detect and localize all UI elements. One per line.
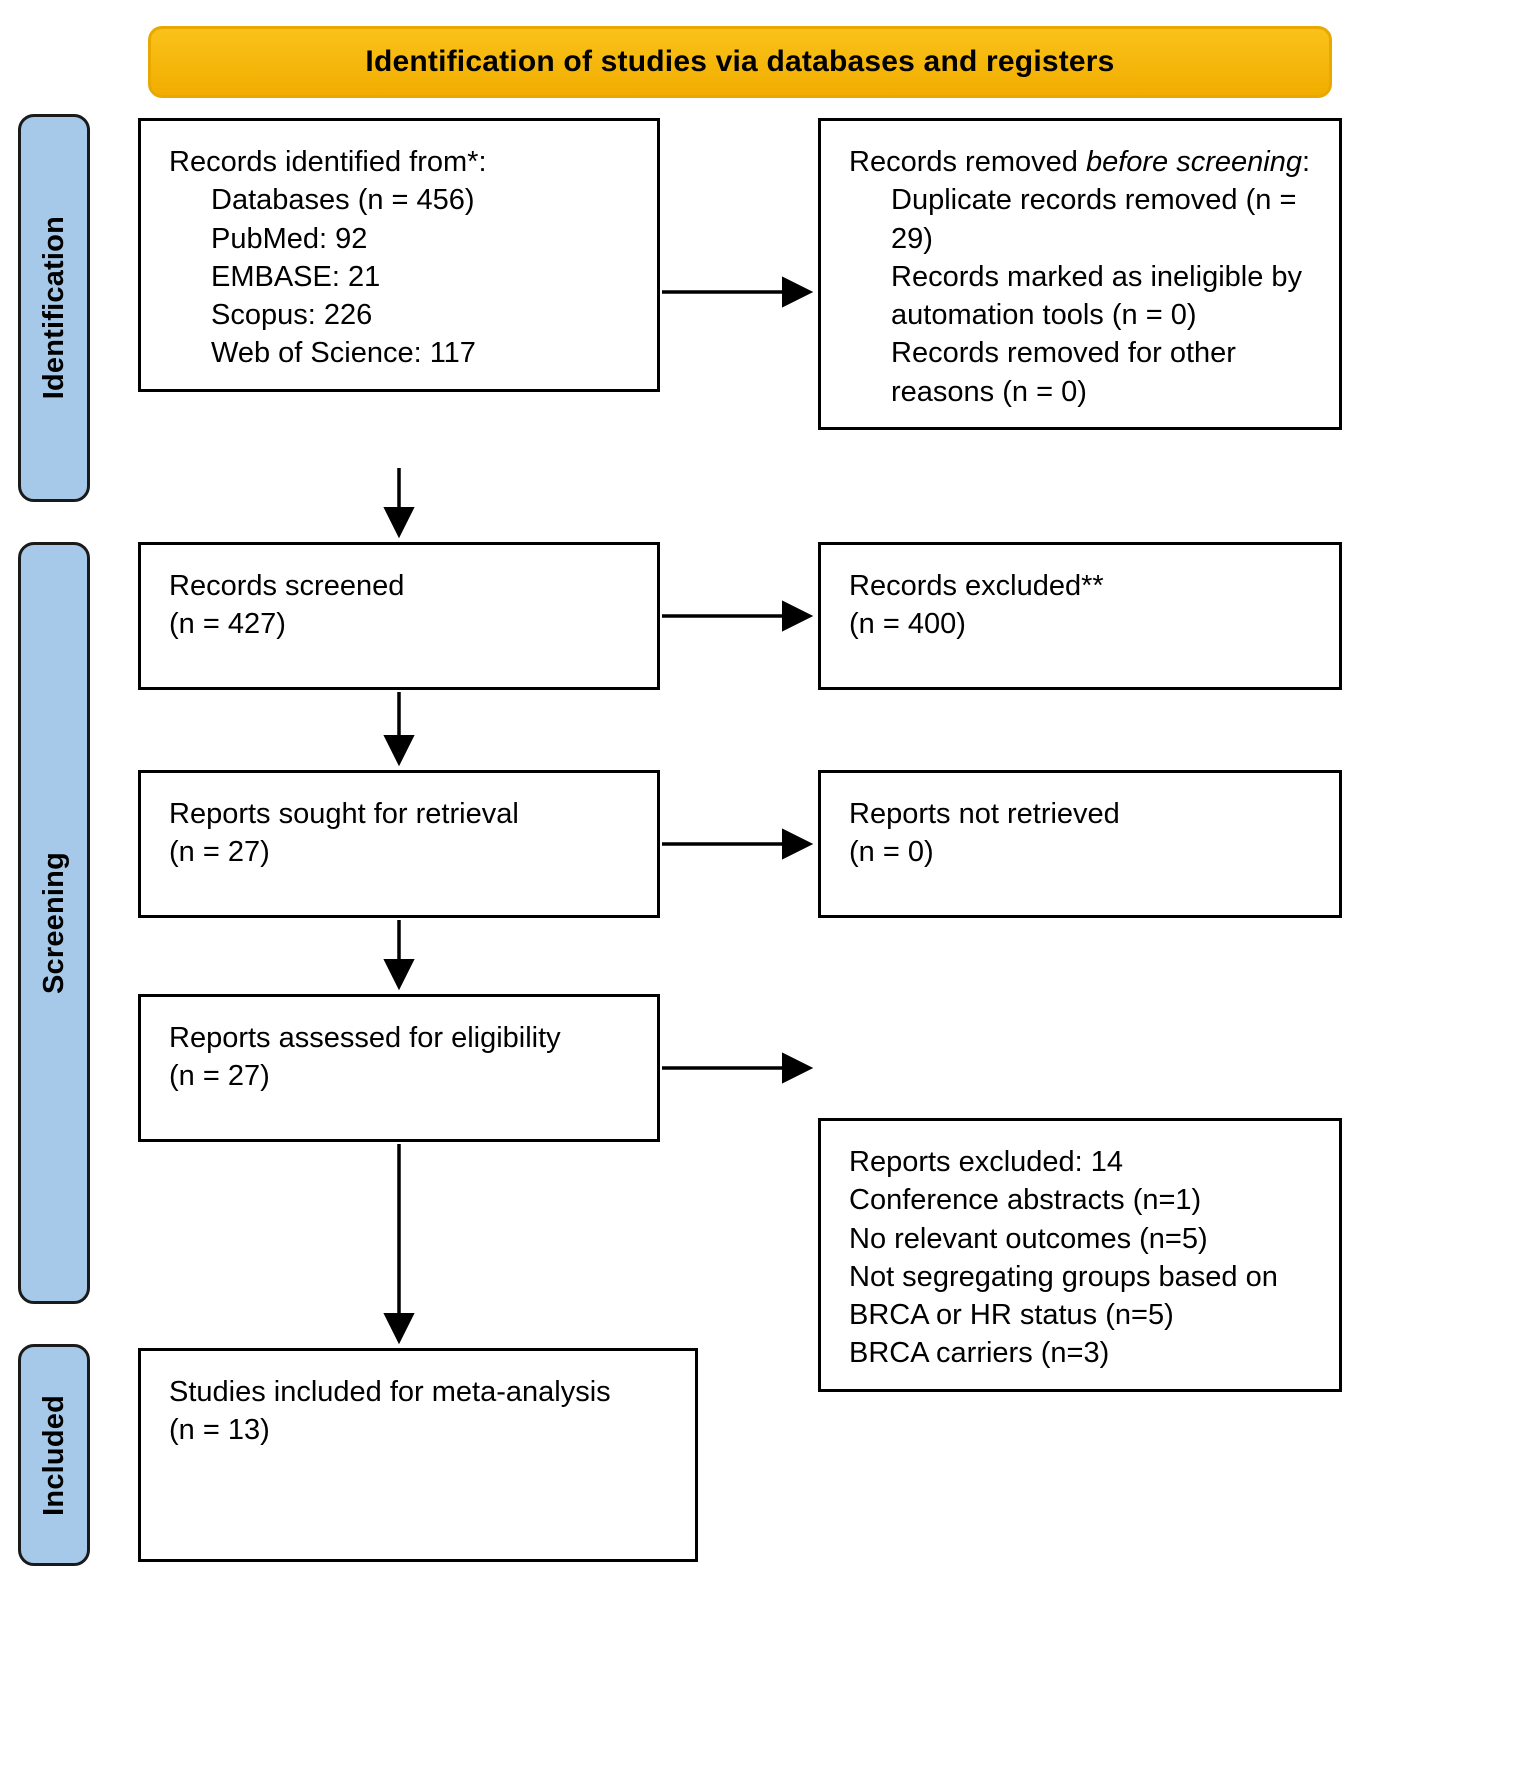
records-removed-automation: Records marked as ineligible by automati…	[891, 260, 1311, 332]
reports-excluded-carriers: BRCA carriers (n=3)	[849, 1337, 1110, 1370]
reports-excluded-outcomes: No relevant outcomes (n=5)	[849, 1222, 1208, 1255]
phase-rail-screening: Screening	[18, 542, 90, 1304]
records-identified-databases: Databases (n = 456)	[211, 184, 475, 217]
records-excluded-label: Records excluded**	[849, 570, 1104, 602]
records-identified-embase: EMBASE: 21	[211, 260, 381, 293]
box-records-identified: Records identified from*: Databases (n =…	[138, 118, 660, 392]
box-reports-assessed: Reports assessed for eligibility (n = 27…	[138, 994, 660, 1142]
records-identified-wos: Web of Science: 117	[211, 337, 476, 370]
reports-excluded-segregating: Not segregating groups based on BRCA or …	[849, 1260, 1286, 1332]
phase-rail-identification-label: Identification	[37, 216, 70, 400]
box-records-removed: Records removed before screening: Duplic…	[818, 118, 1342, 430]
banner-label: Identification of studies via databases …	[365, 45, 1115, 78]
phase-rail-included: Included	[18, 1344, 90, 1566]
box-studies-included: Studies included for meta-analysis (n = …	[138, 1348, 698, 1562]
records-removed-duplicates: Duplicate records removed (n = 29)	[891, 184, 1305, 255]
phase-rail-included-label: Included	[37, 1394, 70, 1516]
reports-not-retrieved-label: Reports not retrieved	[849, 798, 1120, 830]
reports-sought-count: (n = 27)	[169, 836, 270, 869]
box-records-screened: Records screened (n = 427)	[138, 542, 660, 690]
records-identified-heading: Records identified from*:	[169, 146, 487, 178]
box-records-excluded: Records excluded** (n = 400)	[818, 542, 1342, 690]
phase-rail-identification: Identification	[18, 114, 90, 502]
reports-excluded-heading: Reports excluded: 14	[849, 1146, 1124, 1178]
diagram-banner-title: Identification of studies via databases …	[148, 26, 1332, 98]
records-removed-heading-italic: before screening	[1085, 146, 1302, 178]
records-removed-heading-post: :	[1301, 146, 1311, 178]
records-identified-pubmed: PubMed: 92	[211, 222, 368, 255]
records-excluded-count: (n = 400)	[849, 608, 966, 641]
records-screened-label: Records screened	[169, 570, 405, 602]
reports-assessed-label: Reports assessed for eligibility	[169, 1022, 561, 1054]
box-reports-sought: Reports sought for retrieval (n = 27)	[138, 770, 660, 918]
records-removed-heading-pre: Records removed	[849, 146, 1086, 178]
phase-rail-screening-label: Screening	[37, 851, 70, 994]
reports-assessed-count: (n = 27)	[169, 1060, 270, 1093]
records-removed-heading: Records removed before screening:	[849, 143, 1323, 181]
reports-sought-label: Reports sought for retrieval	[169, 798, 519, 830]
studies-included-label: Studies included for meta-analysis	[169, 1376, 611, 1408]
records-identified-scopus: Scopus: 226	[211, 299, 373, 332]
reports-not-retrieved-count: (n = 0)	[849, 836, 934, 869]
box-reports-not-retrieved: Reports not retrieved (n = 0)	[818, 770, 1342, 918]
studies-included-count: (n = 13)	[169, 1414, 270, 1447]
box-reports-excluded: Reports excluded: 14 Conference abstract…	[818, 1118, 1342, 1392]
records-removed-other: Records removed for other reasons (n = 0…	[891, 337, 1244, 408]
records-screened-count: (n = 427)	[169, 608, 286, 641]
reports-excluded-conference: Conference abstracts (n=1)	[849, 1184, 1202, 1217]
